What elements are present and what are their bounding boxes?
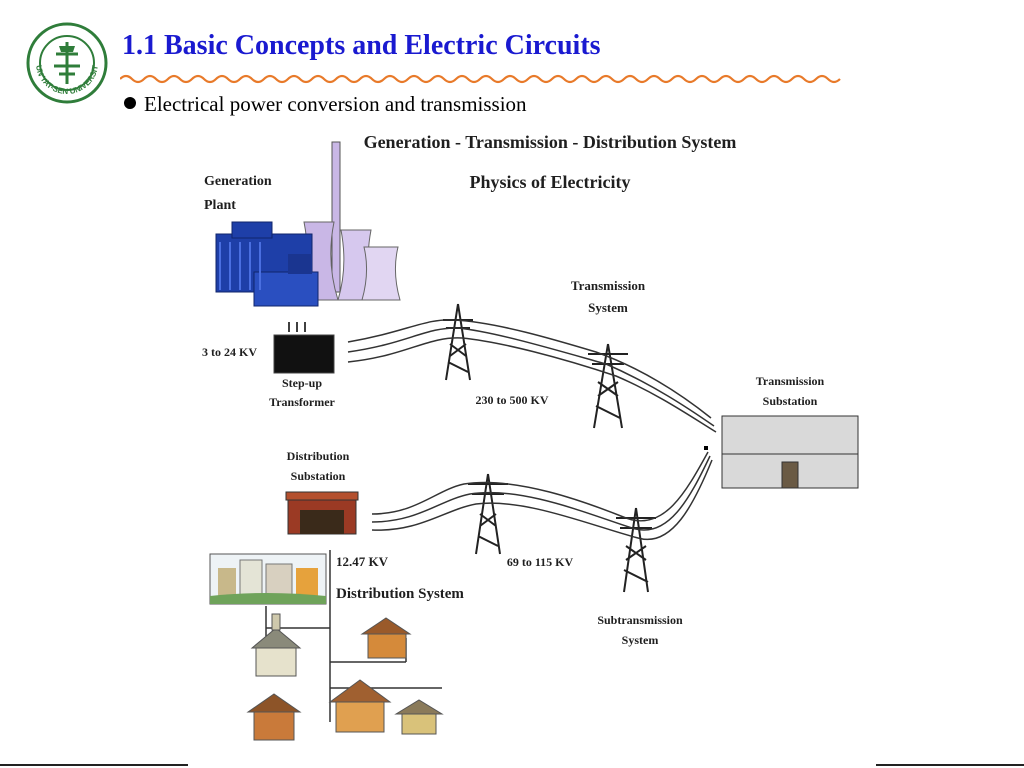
label-subtransmission-system-line2: System bbox=[622, 633, 659, 647]
subtransmission-tower-1-icon bbox=[468, 473, 508, 555]
footer-rule-right bbox=[876, 764, 1024, 766]
church-icon bbox=[250, 613, 302, 677]
label-generation-plant-line2: Plant bbox=[204, 198, 236, 213]
bullet-text: Electrical power conversion and transmis… bbox=[144, 92, 527, 116]
label-step-up-line1: Step-up bbox=[282, 376, 322, 390]
step-up-transformer-icon bbox=[273, 334, 335, 374]
city-buildings-icon bbox=[209, 553, 327, 605]
house-4-icon bbox=[394, 699, 444, 735]
label-transmission-substation-line2: Substation bbox=[763, 394, 818, 408]
slide-title: 1.1 Basic Concepts and Electric Circuits bbox=[122, 30, 601, 61]
footer-rule-left bbox=[0, 764, 188, 766]
label-distribution-voltage: 12.47 KV bbox=[336, 554, 389, 569]
label-transmission-voltage: 230 to 500 KV bbox=[476, 393, 549, 407]
house-1-icon bbox=[360, 617, 412, 659]
label-distribution-system: Distribution System bbox=[336, 586, 464, 602]
university-logo: SUN YAT-SEN UNIVERSITY bbox=[26, 22, 108, 104]
title-underline-wave bbox=[120, 74, 841, 84]
bullet-dot-icon bbox=[124, 97, 136, 109]
generation-plant-icon bbox=[215, 141, 401, 307]
distribution-substation-icon bbox=[285, 491, 359, 535]
subtransmission-tower-2-icon bbox=[616, 507, 656, 593]
label-step-up-line2: Transformer bbox=[269, 395, 335, 409]
label-gen-voltage: 3 to 24 KV bbox=[202, 345, 257, 359]
transmission-tower-2-icon bbox=[588, 343, 628, 429]
diagram-title: Generation - Transmission - Distribution… bbox=[364, 132, 737, 152]
label-transmission-system-line1: Transmission bbox=[571, 278, 646, 293]
diagram-subtitle: Physics of Electricity bbox=[470, 172, 631, 192]
label-transmission-substation-line1: Transmission bbox=[756, 374, 825, 388]
label-distribution-substation-line2: Substation bbox=[291, 469, 346, 483]
label-distribution-substation-line1: Distribution bbox=[287, 449, 350, 463]
label-subtransmission-system-line1: Subtransmission bbox=[597, 613, 683, 627]
bullet-item: Electrical power conversion and transmis… bbox=[124, 92, 527, 117]
house-3-icon bbox=[328, 679, 392, 733]
house-2-icon bbox=[246, 693, 302, 741]
label-generation-plant-line1: Generation bbox=[204, 174, 272, 189]
label-transmission-system-line2: System bbox=[588, 300, 628, 315]
label-subtransmission-voltage: 69 to 115 KV bbox=[507, 555, 574, 569]
power-system-diagram: Generation - Transmission - Distribution… bbox=[196, 122, 874, 764]
